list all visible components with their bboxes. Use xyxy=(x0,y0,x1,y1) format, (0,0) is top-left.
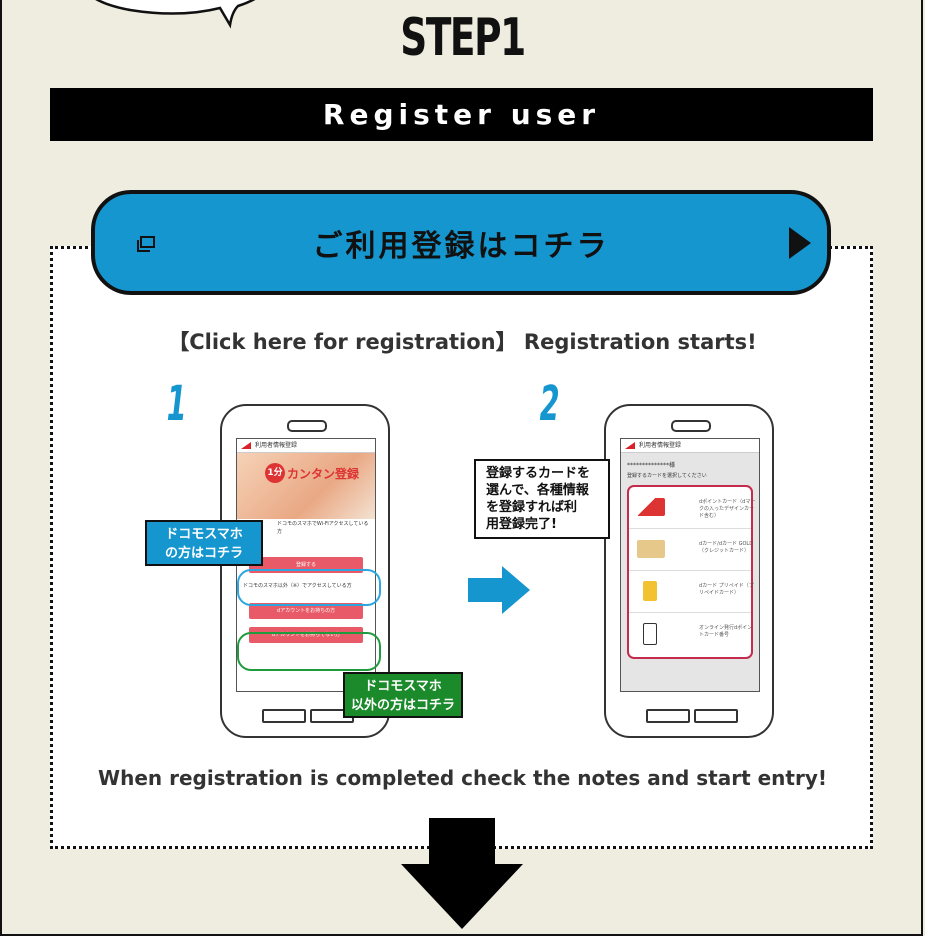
external-window-icon xyxy=(137,236,155,252)
callout-line: 登録するカードを xyxy=(486,466,591,481)
phone-speaker xyxy=(287,420,327,432)
play-triangle-icon xyxy=(789,227,811,259)
dcard-icon xyxy=(637,540,665,558)
card-row: オンライン発行dポイントカード番号 xyxy=(629,613,752,654)
card-label: dポイントカード（dマークの入ったデザインカード含む） xyxy=(699,499,756,519)
section-bar: Register user xyxy=(50,88,873,141)
callout-line: ドコモスマホ xyxy=(165,527,243,542)
screen-header: 利用者情報登録 xyxy=(621,439,759,453)
step-number-1: 1 xyxy=(166,376,187,432)
step-number-2: 2 xyxy=(539,376,560,432)
phone-illustration-2: 利用者情報登録 **************様 登録するカードを選択してください… xyxy=(604,404,774,738)
card-label: dカード プリペイド（プリペイドカード） xyxy=(699,583,754,596)
phone-button xyxy=(262,709,306,723)
highlight-ring-blue xyxy=(237,569,381,606)
screen-line-2: ドコモのスマホ以外（※）でアクセスしている方 xyxy=(243,583,352,589)
card-instruction: 登録するカードを選択してください xyxy=(627,473,707,479)
card-list: dポイントカード（dマークの入ったデザインカード含む） dカード/dカード GO… xyxy=(627,485,755,659)
card-row: dカード プリペイド（プリペイドカード） xyxy=(629,571,754,613)
highlight-ring-green xyxy=(237,632,381,671)
card-row: dポイントカード（dマークの入ったデザインカード含む） xyxy=(629,487,755,529)
phone-speaker xyxy=(671,420,711,432)
screen-button-daccount: dアカウントをお持ちの方 xyxy=(249,603,363,619)
smartphone-icon xyxy=(643,623,657,645)
masked-name: **************様 xyxy=(627,462,676,469)
hero-text: カンタン登録 xyxy=(287,467,360,481)
arrow-right-icon xyxy=(468,566,530,614)
step-title: STEP1 xyxy=(400,8,526,68)
card-label: dカード/dカード GOLD（クレジットカード） xyxy=(699,541,754,554)
callout-line: ドコモスマホ xyxy=(364,679,442,694)
callout-line: 以外の方はコチラ xyxy=(350,698,455,713)
screen-header: 利用者情報登録 xyxy=(237,439,375,453)
completed-note: When registration is completed check the… xyxy=(98,766,827,790)
phone-screen-2: 利用者情報登録 **************様 登録するカードを選択してください… xyxy=(620,438,760,692)
card-row: dカード/dカード GOLD（クレジットカード） xyxy=(629,529,753,571)
arrow-down-icon xyxy=(401,818,523,929)
callout-line: の方はコチラ xyxy=(164,546,243,561)
phone-button xyxy=(694,709,738,723)
docomo-user-callout: ドコモスマホ の方はコチラ xyxy=(145,520,263,566)
screen-hero: 1分 カンタン登録 xyxy=(237,453,375,519)
callout-line: 選んで、各種情報 xyxy=(486,483,589,498)
register-button-label: ご利用登録はコチラ xyxy=(312,228,610,264)
register-button[interactable]: ご利用登録はコチラ xyxy=(91,190,831,295)
screen-button-no-daccount: dアカウントをお持ちでない方 xyxy=(249,627,363,643)
click-here-note: 【Click here for registration】 Registrati… xyxy=(168,330,757,354)
non-docomo-user-callout: ドコモスマホ 以外の方はコチラ xyxy=(343,672,463,718)
select-card-callout: 登録するカードを 選んで、各種情報 を登録すれば利 用登録完了! xyxy=(474,459,610,539)
dpoint-card-icon xyxy=(637,498,665,516)
speech-bubble-decoration xyxy=(95,0,256,29)
callout-line: を登録すれば利 xyxy=(486,500,578,515)
screen-line-1: ドコモのスマホでWi-Fiアクセスしている方 xyxy=(277,521,369,535)
callout-line: 用登録完了! xyxy=(486,517,557,532)
card-label: オンライン発行dポイントカード番号 xyxy=(699,625,753,638)
phone-button xyxy=(646,709,690,723)
prepaid-card-icon xyxy=(643,581,657,601)
hero-badge: 1分 xyxy=(265,463,285,483)
